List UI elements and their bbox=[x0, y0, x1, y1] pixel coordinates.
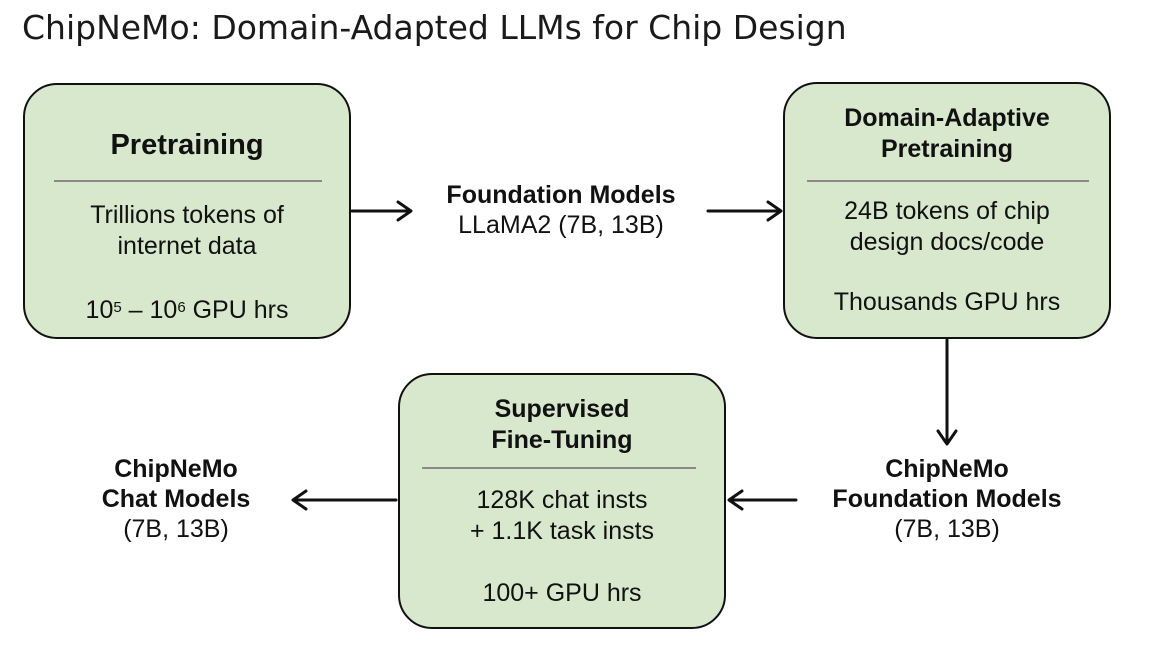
sft-desc-line1: 128K chat insts bbox=[476, 486, 648, 514]
sft-description: 128K chat insts + 1.1K task insts bbox=[400, 485, 724, 547]
dapt-cost: Thousands GPU hrs bbox=[833, 288, 1061, 316]
chipnemo-chat-node: ChipNeMo Chat Models (7B, 13B) bbox=[60, 454, 292, 544]
cost-separator: – bbox=[121, 296, 150, 324]
sft-divider bbox=[422, 467, 696, 469]
sft-heading-line1: Supervised bbox=[494, 395, 630, 423]
arrow-chipnemo-foundation-to-sft bbox=[727, 489, 798, 511]
chipnemo-foundation-line1: ChipNeMo bbox=[885, 455, 1009, 483]
diagram-title: ChipNeMo: Domain-Adapted LLMs for Chip D… bbox=[22, 8, 847, 47]
sft-heading: Supervised Fine-Tuning bbox=[400, 394, 724, 456]
pretraining-desc-line1: Trillions tokens of bbox=[90, 201, 284, 229]
cost-unit: GPU hrs bbox=[185, 296, 289, 324]
sft-cost: 100+ GPU hrs bbox=[482, 579, 642, 607]
cost-exponent-1: 5 bbox=[113, 299, 122, 316]
arrow-dapt-to-chipnemo-foundation bbox=[936, 338, 958, 446]
dapt-desc-line2: design docs/code bbox=[849, 228, 1045, 256]
sft-box: Supervised Fine-Tuning 128K chat insts +… bbox=[398, 373, 726, 629]
arrow-pretraining-to-foundation bbox=[350, 200, 413, 222]
chipnemo-chat-line2: Chat Models bbox=[101, 485, 251, 513]
dapt-heading-line1: Domain-Adaptive bbox=[844, 104, 1050, 132]
pretraining-cost: 105 – 106 GPU hrs bbox=[25, 295, 349, 326]
chipnemo-foundation-line3: (7B, 13B) bbox=[894, 515, 1000, 543]
dapt-desc-line1: 24B tokens of chip bbox=[844, 197, 1050, 225]
dapt-heading-line2: Pretraining bbox=[881, 135, 1013, 163]
chipnemo-chat-line1: ChipNeMo bbox=[114, 455, 238, 483]
pretraining-divider bbox=[54, 180, 322, 182]
dapt-divider bbox=[807, 180, 1089, 182]
arrow-sft-to-chat bbox=[291, 489, 398, 511]
arrow-foundation-to-dapt bbox=[706, 200, 783, 222]
chipnemo-foundation-node: ChipNeMo Foundation Models (7B, 13B) bbox=[806, 454, 1088, 544]
cost-exponent-2: 6 bbox=[177, 299, 186, 316]
pretraining-description: Trillions tokens of internet data bbox=[25, 200, 349, 262]
pretraining-heading: Pretraining bbox=[110, 129, 264, 161]
sft-heading-line2: Fine-Tuning bbox=[491, 426, 633, 454]
chipnemo-foundation-line2: Foundation Models bbox=[832, 485, 1062, 513]
chipnemo-chat-line3: (7B, 13B) bbox=[123, 515, 229, 543]
foundation-models-heading: Foundation Models bbox=[446, 181, 676, 209]
pretraining-desc-line2: internet data bbox=[117, 232, 257, 260]
pretraining-box: Pretraining Trillions tokens of internet… bbox=[23, 83, 351, 339]
cost-base-2: 10 bbox=[149, 296, 178, 324]
foundation-models-node: Foundation Models LLaMA2 (7B, 13B) bbox=[416, 180, 706, 240]
dapt-heading: Domain-Adaptive Pretraining bbox=[785, 103, 1109, 165]
sft-desc-line2: + 1.1K task insts bbox=[469, 517, 655, 545]
dapt-description: 24B tokens of chip design docs/code bbox=[785, 196, 1109, 258]
dapt-box: Domain-Adaptive Pretraining 24B tokens o… bbox=[783, 82, 1111, 339]
foundation-models-detail: LLaMA2 (7B, 13B) bbox=[458, 211, 664, 239]
cost-base-1: 10 bbox=[85, 296, 114, 324]
